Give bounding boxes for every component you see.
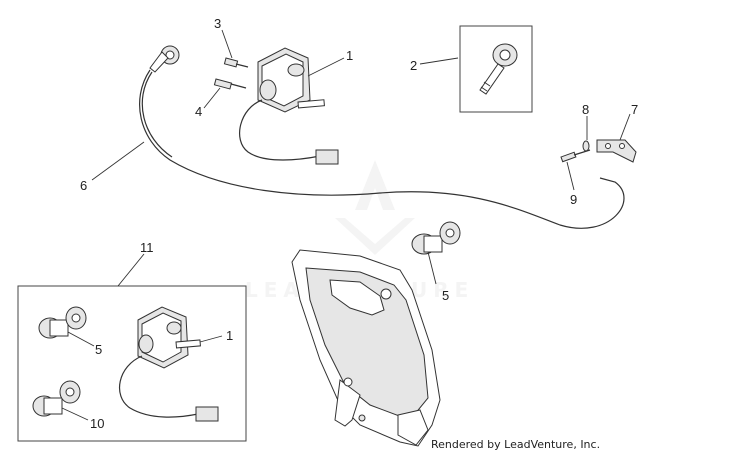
- callout-10: 10: [90, 416, 104, 431]
- kit-part-1-lock-actuator: [119, 306, 219, 422]
- callout-9: 9: [570, 192, 577, 207]
- part-9-screw: [560, 149, 591, 163]
- kit-connector-plug-icon: [195, 406, 219, 422]
- part-2-key-box: [459, 25, 533, 113]
- leader-lines: [61, 29, 631, 421]
- callout-1-top: 1: [346, 48, 353, 63]
- part-5-lock-cylinder: [411, 221, 461, 255]
- glovebox-door: [291, 249, 441, 447]
- callout-4: 4: [195, 104, 202, 119]
- kit-part-10-lock-cylinder: [32, 380, 81, 417]
- callout-5-mid: 5: [442, 288, 449, 303]
- connector-plug-icon: [315, 149, 339, 165]
- callout-labels: 1 2 3 4 5 6 7 8 9 11 5 1 10: [80, 16, 638, 431]
- callout-6: 6: [80, 178, 87, 193]
- part-6-cable: [139, 45, 625, 229]
- callout-11: 11: [140, 240, 154, 255]
- rendered-by-footer: Rendered by LeadVenture, Inc.: [431, 438, 601, 451]
- callout-1-kit: 1: [226, 328, 233, 343]
- kit-part-5-lock-cylinder: [38, 306, 87, 339]
- callout-5-kit: 5: [95, 342, 102, 357]
- callout-7: 7: [631, 102, 638, 117]
- part-7-bracket: [596, 139, 637, 163]
- part-3-screw: [223, 57, 249, 68]
- kit-11-frame: [17, 285, 247, 442]
- callout-8: 8: [582, 102, 589, 117]
- part-1-lock-actuator: [239, 47, 339, 165]
- callout-2: 2: [410, 58, 417, 73]
- part-4-screw: [213, 78, 247, 90]
- callout-3: 3: [214, 16, 221, 31]
- part-8-washer: [582, 140, 590, 152]
